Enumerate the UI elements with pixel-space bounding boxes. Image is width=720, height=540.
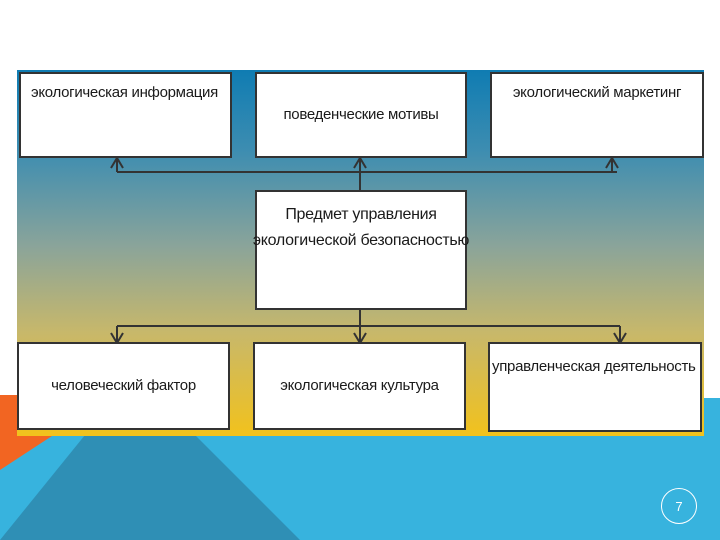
human-factor-box: человеческий фактор bbox=[17, 342, 230, 430]
eco-marketing-label: экологический маркетинг bbox=[512, 84, 682, 101]
eco-marketing-box: экологический маркетинг bbox=[490, 72, 704, 158]
behavior-motives-label: поведенческие мотивы bbox=[283, 105, 439, 123]
eco-culture-label: экологическая культура bbox=[280, 376, 439, 394]
eco-info-box: экологическая информация bbox=[19, 72, 232, 158]
dark-blue-triangle-shape bbox=[0, 435, 300, 540]
eco-culture-box: экологическая культура bbox=[253, 342, 466, 430]
page-number-label: 7 bbox=[675, 498, 683, 514]
management-activity-box: управленческая деятельность bbox=[488, 342, 702, 432]
human-factor-label: человеческий фактор bbox=[51, 376, 196, 394]
page-number-badge: 7 bbox=[661, 488, 697, 524]
subject-box: Предмет управления экологической безопас… bbox=[252, 190, 470, 310]
behavior-motives-box: поведенческие мотивы bbox=[255, 72, 467, 158]
eco-info-label: экологическая информация bbox=[31, 84, 218, 101]
subject-label-line2: экологической безопасностью bbox=[252, 231, 470, 249]
management-activity-label: управленческая деятельность bbox=[492, 358, 696, 375]
subject-label-line1: Предмет управления bbox=[285, 206, 437, 223]
